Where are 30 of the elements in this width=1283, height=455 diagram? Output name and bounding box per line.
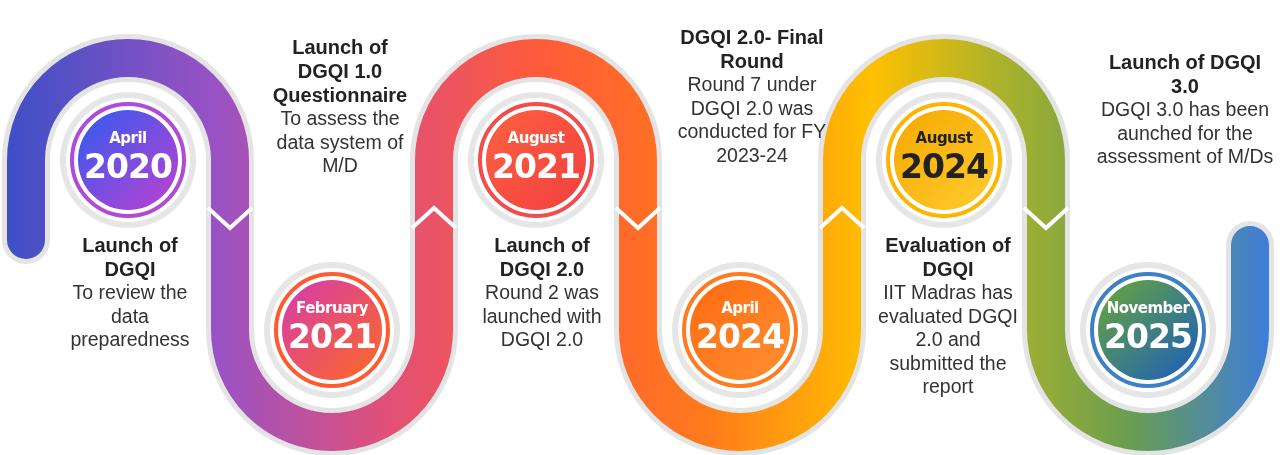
event-title: Launch of DGQI 1.0 Questionnaire bbox=[271, 35, 409, 107]
date-circle bbox=[262, 260, 402, 400]
event-title: DGQI 2.0- Final Round bbox=[679, 25, 825, 73]
year-text: 2024 bbox=[695, 318, 785, 356]
date-circle bbox=[1078, 260, 1218, 400]
year-text: 2020 bbox=[83, 148, 173, 186]
event-description: To assess the data system of M/D bbox=[275, 107, 405, 178]
event-description: Round 2 was launched with DGQI 2.0 bbox=[481, 281, 603, 352]
event-description: IIT Madras has evaluated DGQI 2.0 and submitted the report bbox=[877, 281, 1019, 399]
event-description: To review the data preparedness bbox=[69, 281, 191, 352]
event-title: Launch of DGQI 2.0 bbox=[493, 233, 591, 281]
date-circle bbox=[466, 90, 606, 230]
year-text: 2021 bbox=[287, 318, 377, 356]
event-description: DGQI 3.0 has been aunched for the assessment of M/Ds bbox=[1095, 98, 1275, 169]
year-text: 2024 bbox=[899, 148, 989, 186]
date-circle bbox=[874, 90, 1014, 230]
event-title: Launch of DGQI bbox=[81, 233, 179, 281]
event-description: Round 7 under DGQI 2.0 was conducted for FY 2023-24 bbox=[677, 73, 827, 167]
event-title: Evaluation of DGQI bbox=[884, 233, 1012, 281]
event-title: Launch of DGQI 3.0 bbox=[1107, 50, 1263, 98]
date-circle bbox=[58, 90, 198, 230]
month-text: February bbox=[295, 298, 369, 318]
month-text: April bbox=[720, 298, 760, 318]
date-circle bbox=[670, 260, 810, 400]
month-text: August bbox=[914, 128, 974, 148]
year-text: 2025 bbox=[1103, 318, 1193, 356]
year-text: 2021 bbox=[491, 148, 581, 186]
month-text: November bbox=[1105, 298, 1191, 318]
month-text: August bbox=[506, 128, 566, 148]
month-text: April bbox=[108, 128, 148, 148]
